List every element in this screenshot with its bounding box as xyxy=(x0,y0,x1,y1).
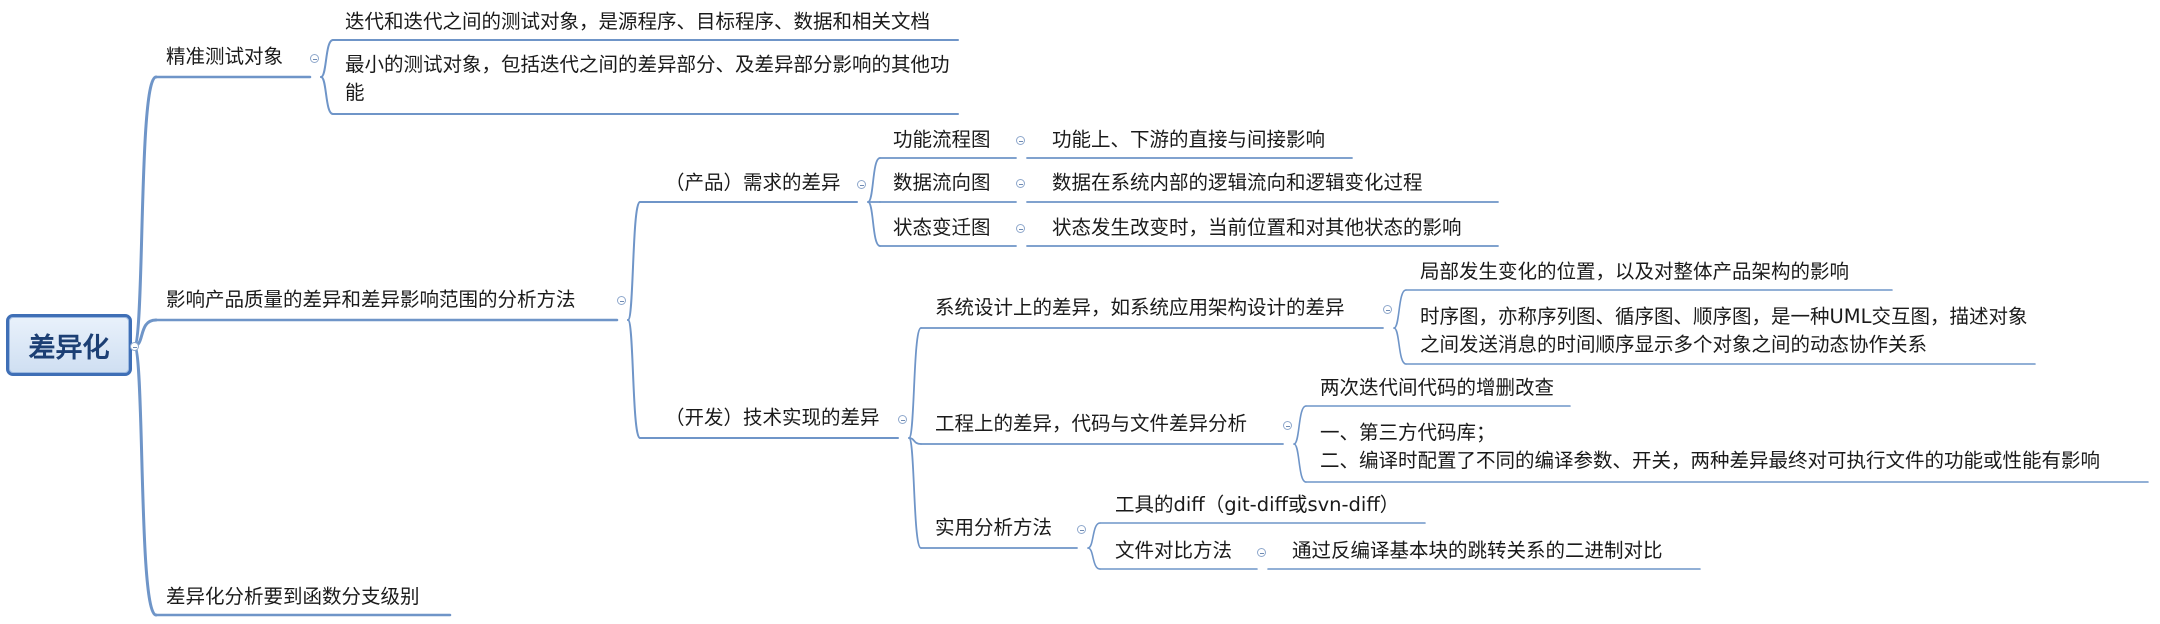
collapse-toggle-icon[interactable] xyxy=(898,415,907,424)
connector-line xyxy=(627,319,641,439)
collapse-toggle-icon[interactable] xyxy=(1257,548,1266,557)
system-note-local-change[interactable]: 局部发生变化的位置，以及对整体产品架构的影响 xyxy=(1420,260,1850,283)
file-compare-note-binary[interactable]: 通过反编译基本块的跳转关系的二进制对比 xyxy=(1292,539,1663,562)
connector-line xyxy=(132,344,158,617)
practical-note-diff-tool[interactable]: 工具的diff（git-diff或svn-diff） xyxy=(1115,493,1400,516)
collapse-toggle-icon[interactable] xyxy=(1283,421,1292,430)
engineering-note-compile-config[interactable]: 二、编译时配置了不同的编译参数、开关，两种差异最终对可执行文件的功能或性能有影响 xyxy=(1320,449,2101,472)
topic-analysis-methods[interactable]: 影响产品质量的差异和差异影响范围的分析方法 xyxy=(166,288,576,311)
connector-line xyxy=(908,327,922,439)
connector-line xyxy=(1393,327,1407,365)
engineering-note-code-diff[interactable]: 两次迭代间代码的增删改查 xyxy=(1320,376,1555,399)
connector-line xyxy=(320,76,334,115)
connector-line xyxy=(1293,443,1307,483)
connector-line xyxy=(867,201,881,247)
collapse-toggle-icon[interactable] xyxy=(857,180,866,189)
product-note-data-flow[interactable]: 数据在系统内部的逻辑流向和逻辑变化过程 xyxy=(1052,171,1423,194)
collapse-toggle-icon[interactable] xyxy=(1016,136,1025,145)
target-note-minimal-objects[interactable]: 最小的测试对象，包括迭代之间的差异部分、及差异部分影响的其他功能 xyxy=(345,53,950,104)
dev-item-engineering[interactable]: 工程上的差异，代码与文件差异分析 xyxy=(935,412,1248,435)
dev-item-system-design[interactable]: 系统设计上的差异，如系统应用架构设计的差异 xyxy=(935,296,1345,319)
topic-dev-implementation-diff[interactable]: （开发）技术实现的差异 xyxy=(665,406,880,429)
product-item-data-flow[interactable]: 数据流向图 xyxy=(893,171,991,194)
root-label: 差异化 xyxy=(28,332,110,364)
root-node[interactable]: 差异化 xyxy=(6,314,132,376)
practical-item-file-compare[interactable]: 文件对比方法 xyxy=(1115,539,1233,562)
dev-item-practical-methods[interactable]: 实用分析方法 xyxy=(935,516,1053,539)
topic-product-requirement-diff[interactable]: （产品）需求的差异 xyxy=(665,171,841,194)
system-note-sequence-diagram[interactable]: 时序图，亦称序列图、循序图、顺序图，是一种UML交互图，描述对象之间发送消息的时… xyxy=(1420,305,2028,356)
connector-line xyxy=(1293,405,1307,445)
engineering-note-third-party[interactable]: 一、第三方代码库； xyxy=(1320,421,1496,444)
collapse-toggle-icon[interactable] xyxy=(130,342,139,351)
connector-line xyxy=(1393,289,1407,329)
target-note-iteration-objects[interactable]: 迭代和迭代之间的测试对象，是源程序、目标程序、数据和相关文档 xyxy=(345,10,931,33)
topic-function-branch-level[interactable]: 差异化分析要到函数分支级别 xyxy=(166,585,420,608)
connector-line xyxy=(627,201,641,321)
collapse-toggle-icon[interactable] xyxy=(1016,179,1025,188)
collapse-toggle-icon[interactable] xyxy=(1383,305,1392,314)
product-item-function-flow[interactable]: 功能流程图 xyxy=(893,128,991,151)
connector-line xyxy=(1087,547,1101,570)
product-item-state-transition[interactable]: 状态变迁图 xyxy=(893,216,991,239)
connector-line xyxy=(1087,522,1101,549)
connector-line xyxy=(132,75,158,348)
collapse-toggle-icon[interactable] xyxy=(310,54,319,63)
connector-line xyxy=(867,157,881,203)
topic-precise-targets[interactable]: 精准测试对象 xyxy=(166,45,284,68)
collapse-toggle-icon[interactable] xyxy=(617,296,626,305)
connector-line xyxy=(908,437,922,549)
collapse-toggle-icon[interactable] xyxy=(1077,525,1086,534)
collapse-toggle-icon[interactable] xyxy=(1016,224,1025,233)
product-note-function-flow[interactable]: 功能上、下游的直接与间接影响 xyxy=(1052,128,1326,151)
connector-line xyxy=(320,39,334,78)
product-note-state-transition[interactable]: 状态发生改变时，当前位置和对其他状态的影响 xyxy=(1052,216,1462,239)
